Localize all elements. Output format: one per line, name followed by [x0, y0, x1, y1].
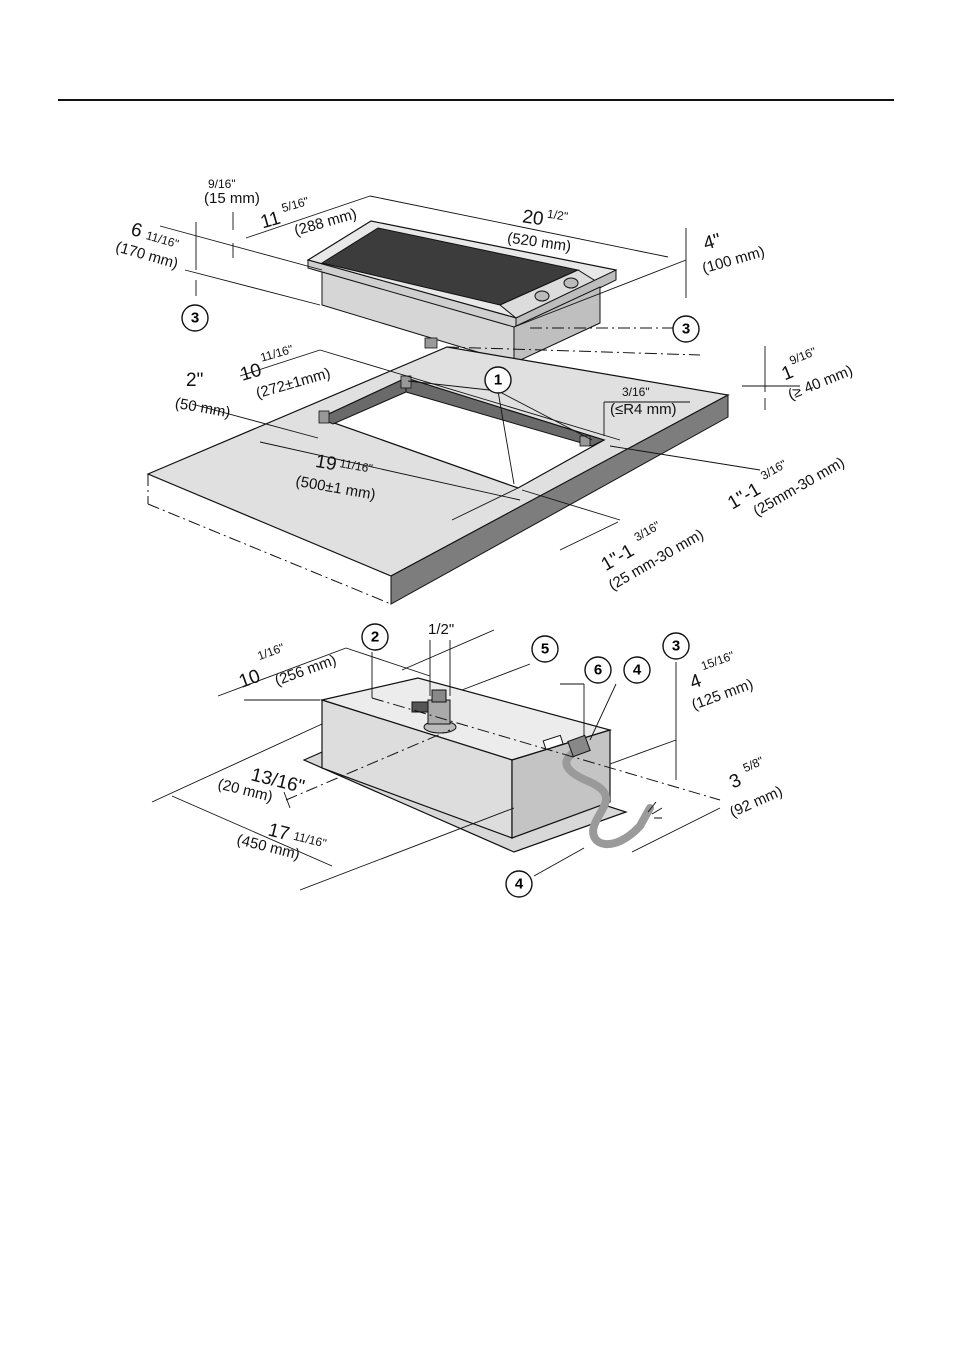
dim-label: (256 mm) [273, 652, 339, 690]
knob-icon [534, 290, 550, 302]
svg-text:3: 3 [191, 310, 199, 327]
dim-label: (25mm-30 mm) [750, 454, 847, 520]
dim-label: 4" [701, 230, 723, 255]
callout-3: 3 [662, 632, 690, 660]
callout-1: 1 [484, 366, 512, 394]
dim-label: 10 [236, 666, 263, 693]
dim-label: 11 [258, 208, 283, 234]
dim-label: 5/16" [280, 194, 310, 215]
dim-label: 2" [186, 370, 203, 391]
svg-text:6: 6 [594, 662, 602, 679]
dim-label: 1/16" [255, 640, 286, 663]
gas-connector-icon [411, 689, 457, 734]
svg-text:1: 1 [494, 372, 502, 389]
callout-2: 2 [361, 623, 389, 651]
dim-label: 11/16" [338, 456, 373, 476]
callout-3: 3 [181, 304, 209, 332]
dim-label: 3/16" [758, 457, 789, 483]
dim-label: (15 mm) [204, 190, 260, 207]
svg-text:3: 3 [682, 321, 690, 338]
middle-dimension-lines [191, 346, 800, 551]
dim-label: 15/16" [699, 648, 736, 673]
dim-label: 3/16" [622, 385, 650, 399]
dim-label: 6 [129, 219, 145, 242]
callout-4: 4 [505, 870, 533, 898]
svg-text:5: 5 [541, 641, 549, 658]
dim-label: 1/2" [428, 621, 454, 638]
header-rule [58, 99, 894, 101]
dim-label: (50 mm) [174, 395, 232, 421]
svg-text:4: 4 [633, 662, 642, 679]
dim-label: 19 [314, 451, 338, 475]
knob-icon [563, 277, 579, 289]
appliance-underside [302, 677, 663, 853]
callout-6: 6 [584, 656, 612, 684]
callout-4: 4 [623, 656, 651, 684]
dim-label: 9/16" [787, 344, 818, 367]
callout-5: 5 [531, 635, 559, 663]
dim-label: 9/16" [208, 177, 236, 191]
bottom-dimension-lines [151, 629, 721, 891]
dim-label: (≥ 40 mm) [786, 362, 856, 403]
power-cable-icon [562, 744, 654, 848]
svg-text:4: 4 [515, 876, 524, 893]
dim-label: 1/2" [546, 207, 569, 224]
dim-label: 5/8" [741, 754, 766, 775]
dim-label: 3 [726, 770, 744, 793]
dim-label: (≤R4 mm) [610, 401, 677, 418]
rating-plate-icon [542, 734, 564, 751]
dim-label: 4 [687, 670, 705, 693]
dim-label: (272±1mm) [254, 365, 332, 402]
callout-3: 3 [672, 315, 700, 343]
appliance-top-view [306, 220, 618, 364]
dim-label: 10 [238, 360, 264, 386]
dim-label: 17 [266, 820, 292, 845]
countertop [146, 346, 730, 605]
dim-label: 20 [521, 206, 545, 230]
svg-text:2: 2 [371, 629, 379, 646]
top-dimension-lines [159, 195, 687, 329]
dim-label: 3/16" [632, 518, 663, 544]
callouts: 3 3 1 2 5 3 6 4 4 [181, 304, 700, 898]
dim-label: 11/16" [259, 342, 295, 365]
svg-text:3: 3 [672, 638, 680, 655]
